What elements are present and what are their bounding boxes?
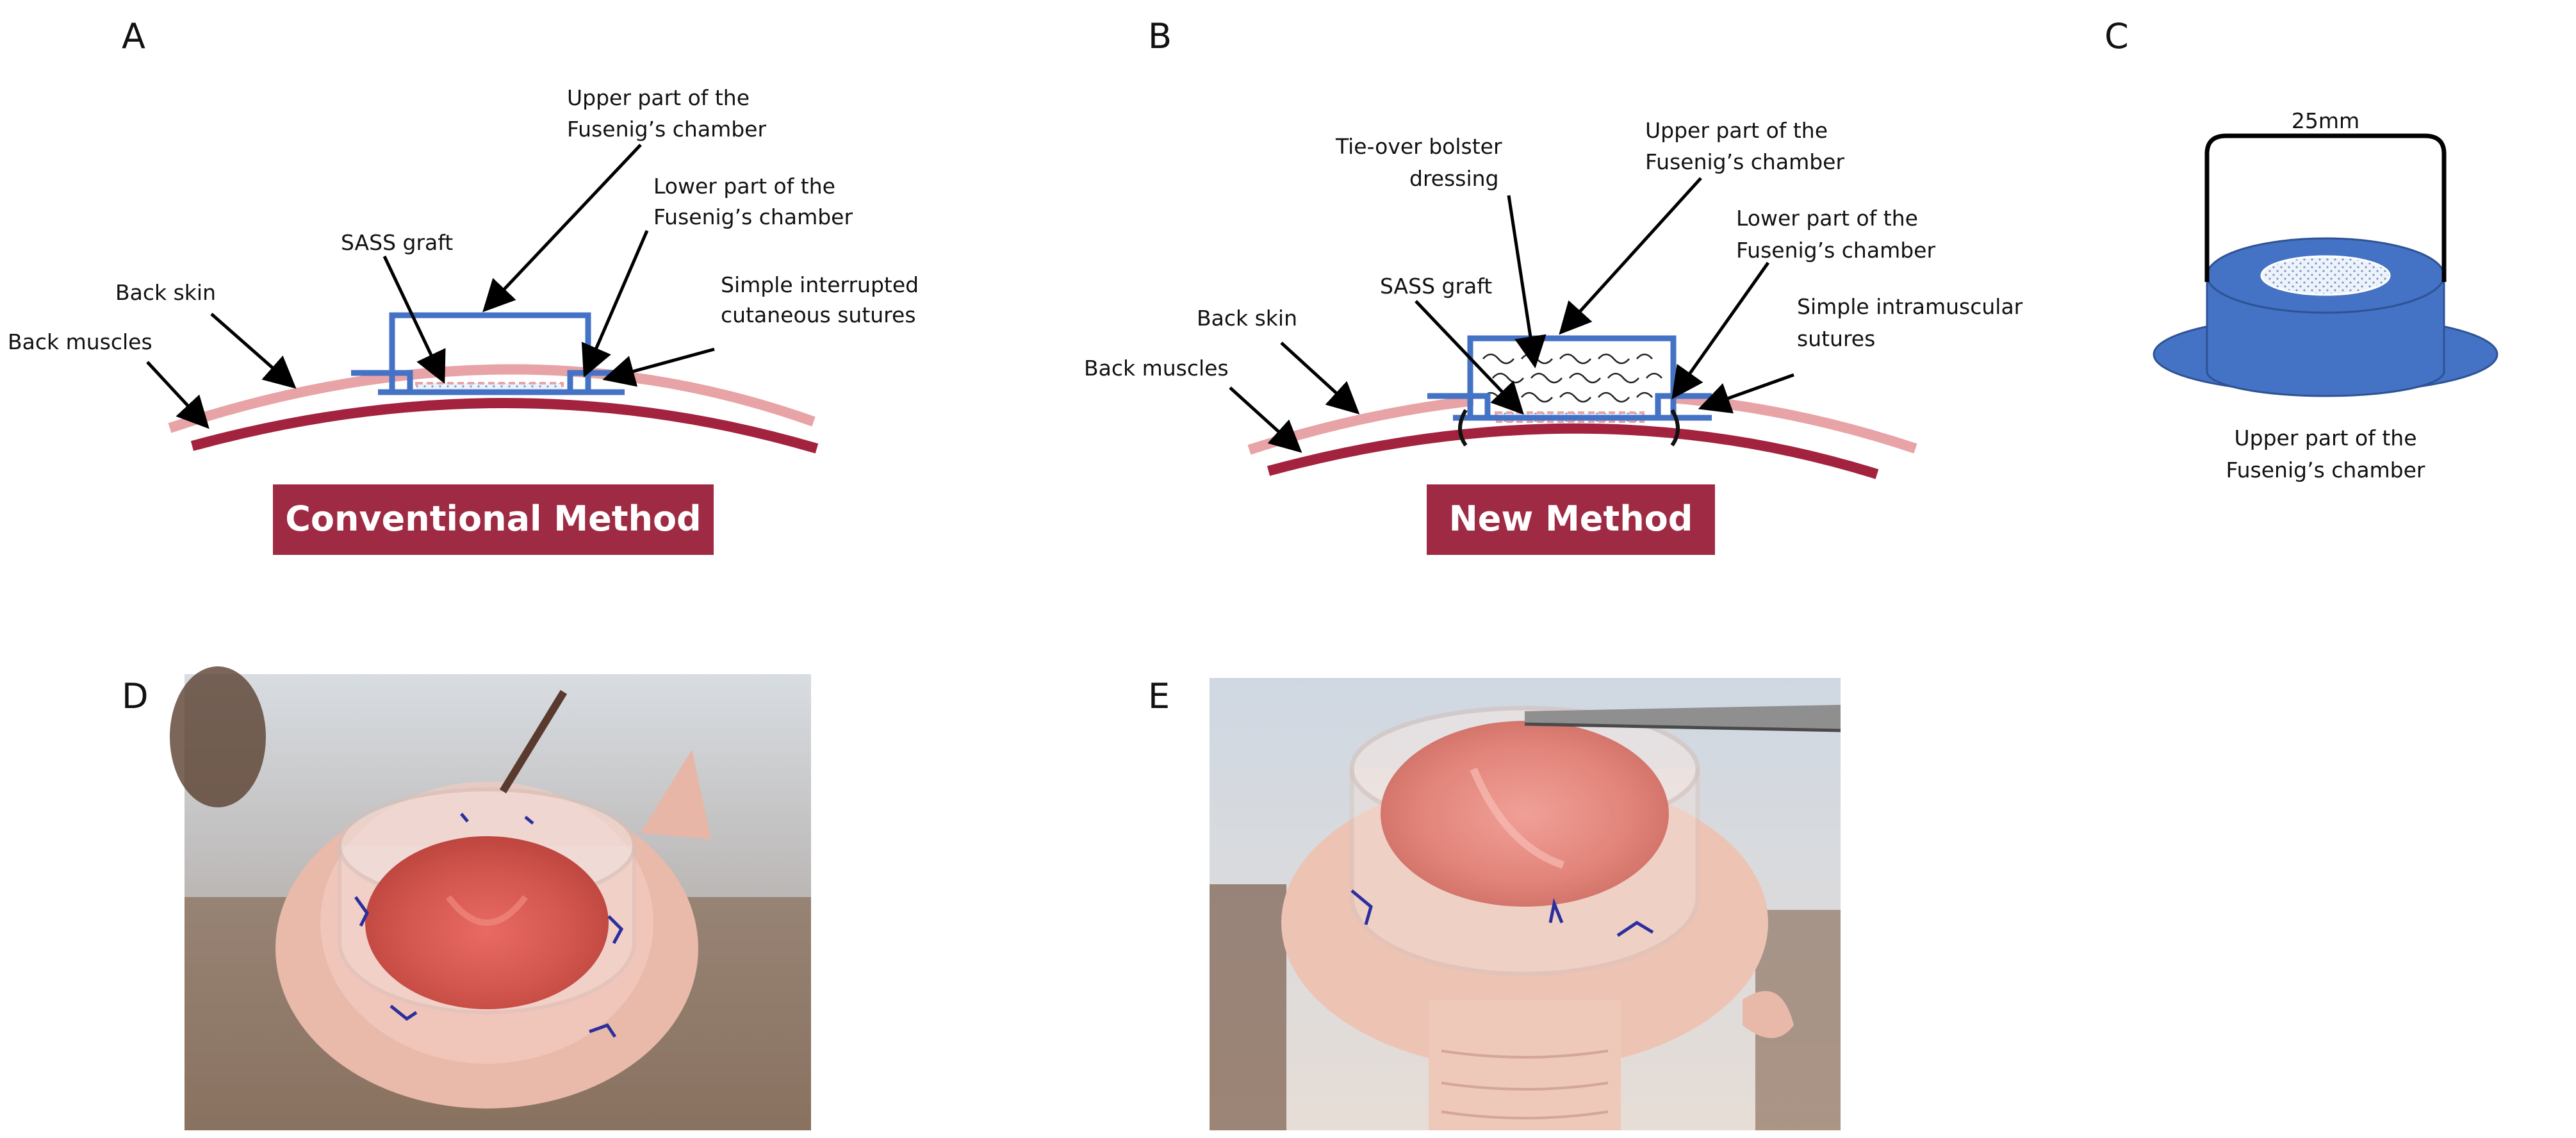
panel-e-letter: E: [1148, 676, 1170, 716]
arrow-sutures-b: [1698, 373, 1794, 414]
arrow-lower-part-b: [1671, 261, 1770, 400]
panel-b: B Upper part of the Fusenig’s chamber Ti…: [1084, 16, 2023, 555]
panel-b-letter: B: [1148, 16, 1172, 56]
arrow-sutures: [602, 347, 715, 387]
label-back-muscles-b: Back muscles: [1084, 356, 1229, 381]
label-sass-graft-b: SASS graft: [1380, 274, 1492, 299]
label-tie-over-line1: Tie-over bolster: [1335, 134, 1502, 159]
arrow-back-muscles-b: [1229, 386, 1302, 453]
back-muscle-layer: [190, 398, 819, 454]
arrow-sass-graft: [382, 255, 446, 384]
label-sutures-b-line2: sutures: [1797, 326, 1875, 351]
arrow-back-skin: [210, 313, 297, 389]
banner-conventional-text: Conventional Method: [285, 499, 701, 539]
panel-c-letter: C: [2104, 16, 2129, 56]
label-upper-part-line1: Upper part of the: [567, 85, 750, 110]
label-back-skin-b: Back skin: [1197, 306, 1297, 331]
dimension-label: 25mm: [2292, 108, 2359, 133]
caption-c-line1: Upper part of the: [2234, 425, 2416, 450]
banner-conventional: [273, 484, 714, 555]
arrow-back-muscles: [146, 361, 209, 429]
label-upper-part-line2: Fusenig’s chamber: [567, 117, 766, 142]
panel-d-letter: D: [122, 676, 149, 716]
panel-e: E: [1148, 676, 1841, 1130]
label-sutures-line1: Simple interrupted: [721, 272, 919, 297]
arrow-sass-graft-b: [1415, 300, 1524, 415]
label-tie-over-line2: dressing: [1409, 166, 1499, 191]
arrow-tie-over: [1507, 195, 1546, 368]
arrow-upper-part: [482, 144, 642, 313]
label-lower-part-b-line1: Lower part of the: [1736, 206, 1918, 231]
label-back-skin: Back skin: [115, 280, 216, 305]
label-lower-part-b-line2: Fusenig’s chamber: [1736, 238, 1935, 263]
arrow-back-skin-b: [1280, 342, 1360, 415]
suture-right: [1670, 409, 1680, 447]
photo-d: [170, 666, 811, 1130]
label-upper-part-b-line1: Upper part of the: [1645, 118, 1828, 143]
arrow-upper-part-b: [1559, 177, 1702, 335]
label-lower-part-line2: Fusenig’s chamber: [653, 204, 853, 229]
chamber-opening: [2260, 255, 2391, 296]
label-back-muscles: Back muscles: [8, 329, 152, 354]
label-sass-graft: SASS graft: [341, 230, 453, 255]
banner-new-text: New Method: [1449, 499, 1693, 539]
caption-c-line2: Fusenig’s chamber: [2226, 458, 2425, 482]
dimension-bracket: [2204, 133, 2447, 282]
label-sutures-line2: cutaneous sutures: [721, 302, 916, 327]
panel-a: A Upper part of the Fusenig’s chamber Lo…: [8, 16, 919, 555]
label-sutures-b-line1: Simple intramuscular: [1797, 294, 2023, 319]
back-muscle-layer-b: [1267, 423, 1879, 479]
photo-e: [1210, 678, 1841, 1130]
panel-a-letter: A: [122, 16, 145, 56]
label-lower-part-line1: Lower part of the: [653, 174, 835, 199]
banner-new: [1427, 484, 1715, 555]
suture-left: [1458, 409, 1468, 447]
panel-c: C 25mm Upper part of the Fusenig’s chamb…: [2104, 16, 2498, 482]
arrow-lower-part: [581, 230, 649, 378]
panel-d: D: [122, 666, 811, 1130]
back-skin-layer: [168, 364, 816, 433]
label-upper-part-b-line2: Fusenig’s chamber: [1645, 149, 1844, 174]
